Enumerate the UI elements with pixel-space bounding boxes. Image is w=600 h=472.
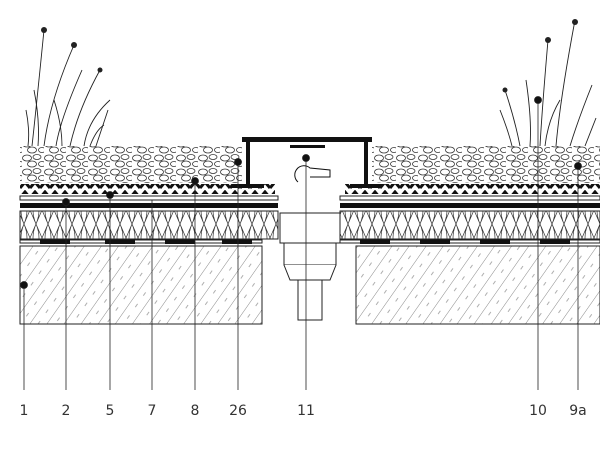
marker-dot-5 [106, 191, 114, 199]
waterproofing-membranes [19, 195, 600, 208]
label-7: 7 [147, 403, 157, 419]
substrate-gravel [20, 146, 600, 183]
inspection-shaft [232, 137, 382, 188]
marker-dot-10 [534, 96, 542, 104]
marker-dot-8 [191, 177, 199, 185]
thermal-insulation [19, 210, 600, 240]
label-2: 2 [61, 403, 71, 419]
label-9a: 9a [569, 403, 587, 419]
label-26: 26 [229, 403, 247, 419]
vegetation [25, 19, 597, 147]
marker-dot-9a [574, 162, 582, 170]
label-11: 11 [297, 403, 315, 419]
label-1: 1 [19, 403, 29, 419]
drainage-layer [20, 184, 600, 194]
marker-dot-2 [62, 198, 70, 206]
marker-dot-26 [234, 158, 242, 166]
label-10: 10 [529, 403, 547, 419]
label-8: 8 [190, 403, 200, 419]
marker-dot-11 [302, 154, 310, 162]
label-5: 5 [105, 403, 115, 419]
concrete-slab [19, 245, 600, 325]
marker-dot-1 [20, 281, 28, 289]
roof-drain [279, 212, 341, 321]
leader-lines [20, 96, 582, 390]
